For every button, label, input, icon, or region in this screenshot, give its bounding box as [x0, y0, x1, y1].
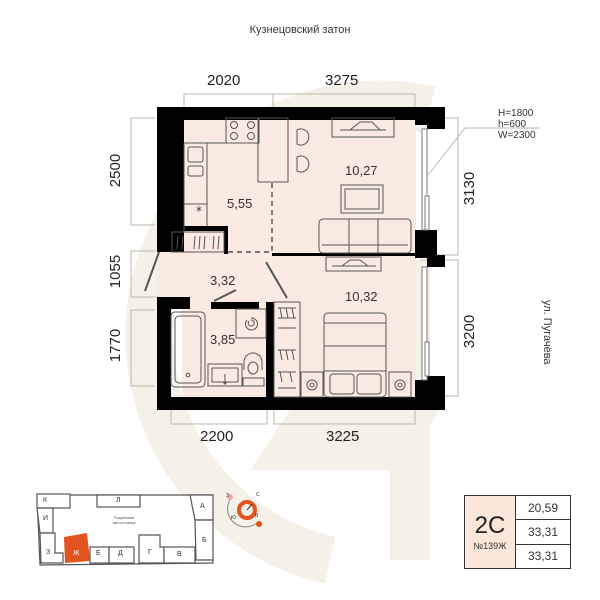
section-v: В	[177, 551, 182, 558]
room-area-hallway: 3,32	[210, 273, 236, 288]
section-l: Л	[116, 497, 121, 504]
dim-bottom-2: 3225	[326, 428, 360, 445]
compass-icon	[227, 494, 262, 528]
window-width: W=2300	[498, 130, 536, 141]
room-area-bedroom: 10,32	[345, 289, 378, 304]
svg-text:*: *	[196, 204, 202, 218]
window-height: H=1800	[498, 108, 534, 119]
section-d: Д	[118, 550, 123, 557]
apartment-info-table: 2С №139Ж 20,59 33,31 33,31	[464, 495, 571, 569]
apartment-type: 2С	[474, 512, 506, 539]
window-sill-height: h=600	[498, 119, 527, 130]
compass-north: С	[256, 492, 260, 498]
parking-label: Подземная автостоянка	[112, 515, 136, 525]
compass-west: З	[226, 493, 230, 499]
room-area-bathroom: 3,85	[210, 332, 236, 347]
total-area-alt-value: 33,31	[516, 543, 570, 568]
section-i: И	[43, 515, 49, 522]
total-area-value: 33,31	[516, 519, 570, 543]
compass-south: Ю	[231, 515, 237, 521]
living-area-value: 20,59	[527, 500, 559, 515]
section-k: К	[43, 497, 48, 504]
room-area-living: 10,27	[345, 163, 378, 178]
section-a: А	[200, 503, 205, 510]
dim-bottom-1: 2200	[200, 428, 234, 445]
dim-top-1: 2020	[207, 72, 241, 89]
street-label-top: Кузнецовский затон	[249, 24, 351, 36]
compass-east: В	[255, 513, 259, 519]
room-area-kitchen: 5,55	[227, 196, 253, 211]
dim-top-2: 3275	[325, 72, 359, 89]
section-z: З	[46, 549, 51, 556]
section-g: Г	[148, 549, 152, 556]
section-b: Б	[202, 537, 207, 544]
apartment-number: №139Ж	[473, 541, 507, 551]
section-e: Е	[96, 550, 101, 557]
window-spec: H=1800 h=600 W=2300	[498, 108, 536, 141]
section-zh-highlighted[interactable]: Ж	[73, 550, 80, 557]
apartment-type-cell: 2С №139Ж	[465, 496, 516, 568]
